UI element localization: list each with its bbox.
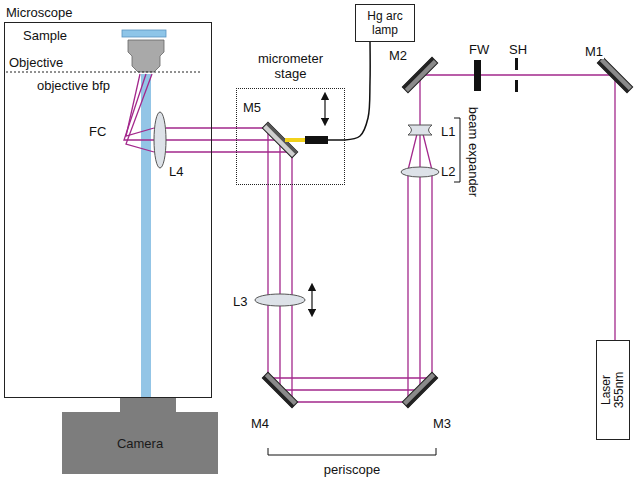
part-label: Sample	[22, 28, 68, 43]
laser-beam	[166, 130, 418, 402]
box-label: Laser 355nm	[600, 367, 626, 413]
group-label: periscope	[323, 462, 381, 477]
mirror-back	[262, 376, 294, 408]
part-label: M3	[432, 416, 452, 431]
lamp-light	[285, 138, 305, 142]
box-heading: micrometer stage	[249, 51, 333, 81]
lens	[401, 167, 439, 177]
part-label: L2	[440, 164, 456, 179]
laser-beam	[166, 128, 432, 378]
box-label: Hg arc lamp	[359, 9, 411, 37]
part-label: Objective	[8, 55, 64, 70]
shutter	[515, 80, 518, 92]
filter-wheel	[474, 60, 481, 91]
mirror	[597, 57, 632, 92]
lamp-box: Hg arc lamp	[355, 4, 415, 42]
part-label: M1	[584, 44, 604, 59]
mirror-back	[406, 376, 438, 408]
shutter	[515, 58, 518, 70]
concave-lens	[408, 125, 432, 135]
fiber	[328, 139, 345, 141]
mirror	[597, 57, 632, 92]
laser-box: Laser 355nm	[596, 340, 630, 440]
imaging-beam	[141, 74, 151, 398]
sample-slide	[122, 30, 166, 37]
bracket	[268, 448, 436, 455]
mirror	[262, 372, 297, 407]
box-label: Camera	[117, 436, 163, 451]
box-heading: Microscope	[6, 5, 72, 20]
bfp-line	[6, 72, 200, 73]
part-label: FC	[88, 124, 107, 139]
camera-mount	[120, 398, 176, 412]
laser-beam	[420, 75, 615, 340]
laser-beam	[124, 74, 154, 140]
group-label: beam expander	[466, 106, 481, 198]
objective-lens	[128, 40, 164, 72]
mirror	[402, 372, 437, 407]
fiber-cable	[345, 42, 370, 140]
laser-beam	[126, 74, 154, 152]
mirror	[262, 372, 297, 407]
lens	[255, 294, 305, 306]
part-label: objective bfp	[36, 78, 111, 93]
motion-arrow	[311, 287, 312, 313]
laser-beam	[166, 130, 420, 390]
part-label: L4	[168, 164, 184, 179]
part-label: SH	[508, 42, 528, 57]
mirror	[402, 372, 437, 407]
part-label: M5	[242, 100, 262, 115]
part-label: L1	[440, 124, 456, 139]
motion-arrow	[324, 96, 325, 122]
part-label: FW	[468, 42, 490, 57]
part-label: M2	[388, 48, 408, 63]
part-label: L3	[232, 294, 248, 309]
mirror-back	[597, 61, 629, 93]
camera-body: Camera	[62, 412, 218, 474]
laser-beam	[124, 74, 615, 402]
fiber-ferrule	[305, 136, 328, 144]
lens	[154, 112, 166, 168]
part-label: M4	[250, 416, 270, 431]
